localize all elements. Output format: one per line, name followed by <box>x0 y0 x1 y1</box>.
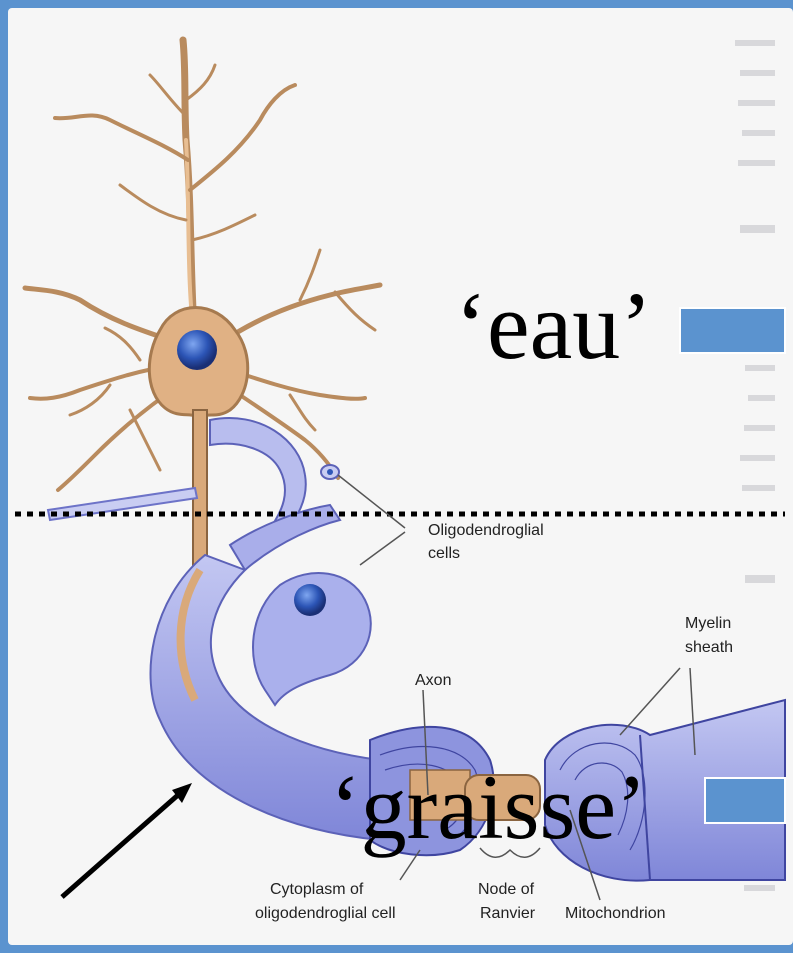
label-node-1: Node of <box>478 881 535 898</box>
label-myelin-1: Myelin <box>685 615 731 632</box>
oligo-nucleus-icon <box>294 584 326 616</box>
neuron-cell-body <box>149 308 247 421</box>
label-axon: Axon <box>415 672 451 689</box>
arrow-icon <box>62 783 192 897</box>
neuron-diagram: Oligodendroglial cells Myelin sheath Axo… <box>8 8 793 945</box>
axon-trunk <box>48 410 207 570</box>
oligo-cell-large <box>253 573 371 705</box>
nucleus-icon <box>177 330 217 370</box>
slide-card: Oligodendroglial cells Myelin sheath Axo… <box>8 8 793 945</box>
graisse-accent-bar <box>705 778 785 823</box>
overlay-graisse: ‘graisse’ <box>330 756 647 858</box>
label-myelin-2: sheath <box>685 639 733 656</box>
label-oligo-2: cells <box>428 545 460 562</box>
eau-accent-bar <box>680 308 785 353</box>
label-mitochondrion: Mitochondrion <box>565 905 666 922</box>
label-node-2: Ranvier <box>480 905 536 922</box>
label-oligo-1: Oligodendroglial <box>428 522 544 539</box>
overlay-eau: ‘eau’ <box>455 272 652 379</box>
label-cyto-2: oligodendroglial cell <box>255 905 396 922</box>
label-cyto-1: Cytoplasm of <box>270 881 364 898</box>
